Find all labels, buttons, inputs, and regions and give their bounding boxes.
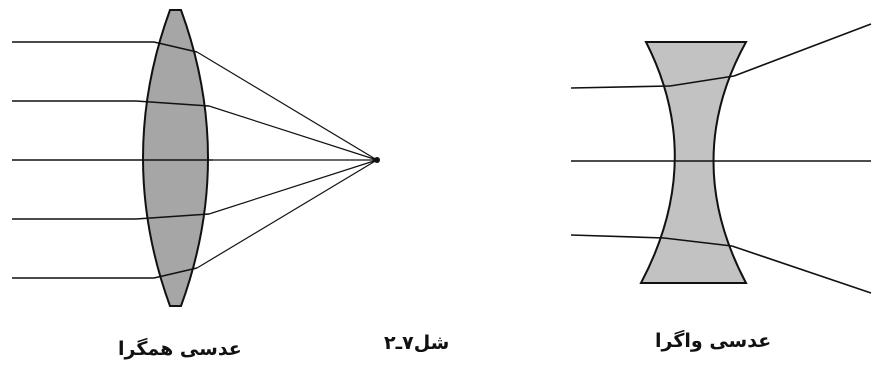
internal-ray	[153, 41, 198, 53]
internal-ray	[135, 100, 210, 107]
figure-number-label: شل۷ـ۲	[384, 332, 450, 354]
internal-ray	[663, 237, 733, 247]
incoming-ray	[570, 234, 665, 239]
convex-lens-shape	[142, 9, 209, 307]
concave-diverging-rays	[716, 23, 872, 294]
convex-incoming-rays	[12, 41, 154, 279]
focal-point	[374, 157, 380, 163]
concave-lens-shape	[639, 41, 748, 284]
internal-ray	[135, 213, 210, 220]
convex-internal-rays	[132, 41, 213, 279]
internal-ray	[669, 75, 735, 87]
concave-incoming-rays	[570, 85, 671, 239]
converging-ray	[196, 159, 378, 269]
concave-internal-rays	[663, 75, 735, 247]
converging-ray	[196, 51, 378, 161]
convex-converging-rays	[196, 51, 378, 269]
converging-ray	[208, 105, 378, 161]
internal-ray	[153, 267, 198, 279]
incoming-ray	[570, 85, 671, 89]
concave-lens-label: عدسی واگرا	[655, 330, 772, 352]
converging-ray	[208, 159, 378, 215]
convex-lens-label: عدسی همگرا	[118, 338, 242, 360]
diverging-ray	[731, 245, 872, 294]
diverging-ray	[733, 23, 872, 77]
